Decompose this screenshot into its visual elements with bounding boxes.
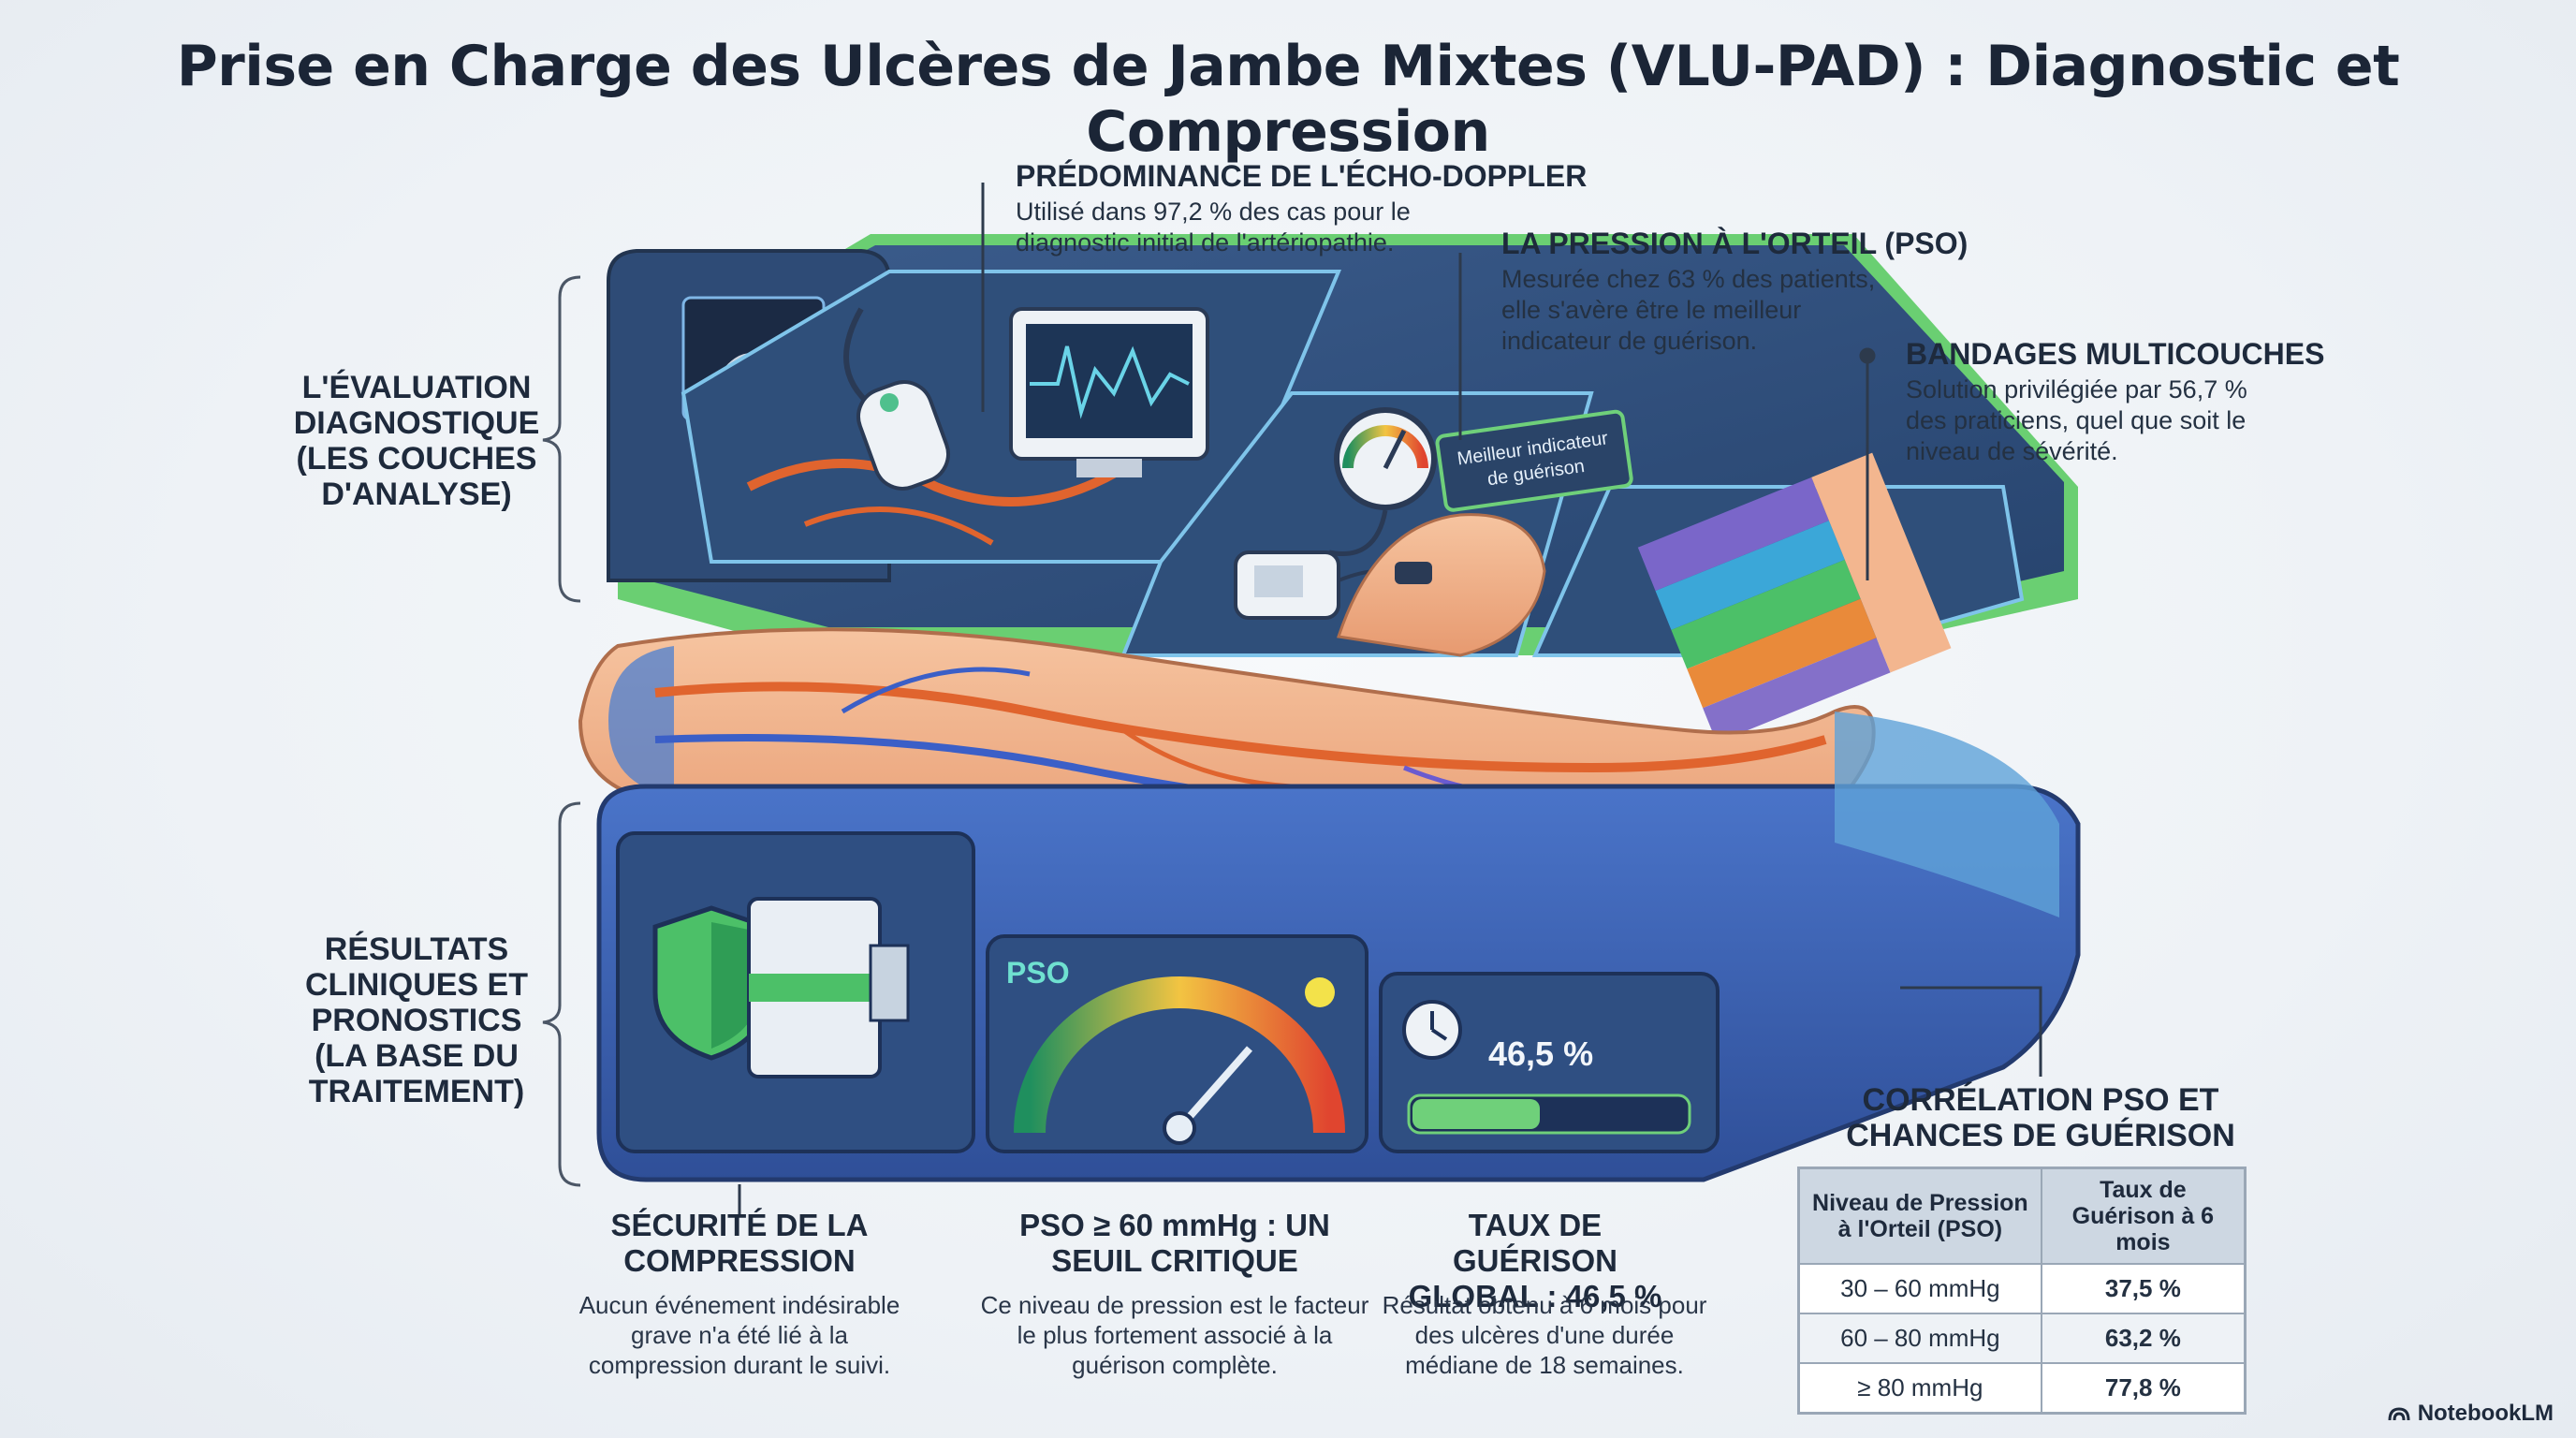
taux-title: TAUX DE GUÉRISON GLOBAL : 46,5 % <box>1408 1208 1662 1313</box>
pso-callout-text: Mesurée chez 63 % des patients, elle s'a… <box>1501 265 1876 355</box>
brace-evaluation <box>542 275 581 603</box>
table-cell-rate: 37,5 % <box>2040 1263 2247 1314</box>
healing-rate-readout: 46,5 % <box>1488 1034 1593 1073</box>
brace-resultats <box>542 801 581 1187</box>
correlation-table: Niveau de Pression à l'Orteil (PSO) Taux… <box>1797 1167 2247 1415</box>
doppler-callout-text: Utilisé dans 97,2 % des cas pour le diag… <box>1016 198 1411 257</box>
table-header-row: Niveau de Pression à l'Orteil (PSO) Taux… <box>1797 1167 2247 1265</box>
bandages-callout-title: BANDAGES MULTICOUCHES <box>1906 337 2325 371</box>
brand-label: NotebookLM <box>2417 1401 2554 1426</box>
table-row: ≥ 80 mmHg 77,8 % <box>1797 1362 2247 1415</box>
bandages-callout-text: Solution privilégiée par 56,7 % des prat… <box>1906 375 2247 465</box>
healing-progress-fill <box>1412 1099 1540 1129</box>
table-header-pressure: Niveau de Pression à l'Orteil (PSO) <box>1797 1167 2042 1265</box>
section-resultats: RÉSULTATS CLINIQUES ET PRONOSTICS (LA BA… <box>304 932 529 1109</box>
table-cell-rate: 63,2 % <box>2040 1313 2247 1364</box>
section-evaluation: L'ÉVALUATION DIAGNOSTIQUE (LES COUCHES D… <box>293 370 540 512</box>
seuil-title: PSO ≥ 60 mmHg : UN SEUIL CRITIQUE <box>1019 1208 1330 1278</box>
table-cell-pressure: 60 – 80 mmHg <box>1797 1313 2042 1364</box>
leader-lines <box>738 183 2042 1217</box>
securite-title: SÉCURITÉ DE LA COMPRESSION <box>610 1208 869 1278</box>
securite-text: Aucun événement indésirable grave n'a ét… <box>578 1291 900 1379</box>
gauge-label: PSO <box>1006 956 1070 990</box>
page-title: Prise en Charge des Ulcères de Jambe Mix… <box>176 34 2400 165</box>
table-cell-pressure: 30 – 60 mmHg <box>1797 1263 2042 1314</box>
taux-text: Résultat obtenu à 6 mois pour des ulcère… <box>1382 1291 1707 1379</box>
table-row: 30 – 60 mmHg 37,5 % <box>1797 1263 2247 1314</box>
table-cell-pressure: ≥ 80 mmHg <box>1797 1362 2042 1415</box>
doppler-callout-title: PRÉDOMINANCE DE L'ÉCHO-DOPPLER <box>1016 159 1588 193</box>
table-row: 60 – 80 mmHg 63,2 % <box>1797 1313 2247 1364</box>
results-base: PSO 46,5 % <box>596 712 2081 1182</box>
correlation-title: CORRÉLATION PSO ET CHANCES DE GUÉRISON <box>1846 1082 2235 1153</box>
table-header-rate: Taux de Guérison à 6 mois <box>2040 1167 2247 1265</box>
seuil-text: Ce niveau de pression est le facteur le … <box>980 1291 1369 1379</box>
notebooklm-logo-icon <box>2388 1407 2410 1421</box>
table-cell-rate: 77,8 % <box>2040 1362 2247 1415</box>
brand-watermark: NotebookLM <box>2388 1401 2554 1427</box>
pso-callout-title: LA PRESSION À L'ORTEIL (PSO) <box>1501 227 1969 260</box>
